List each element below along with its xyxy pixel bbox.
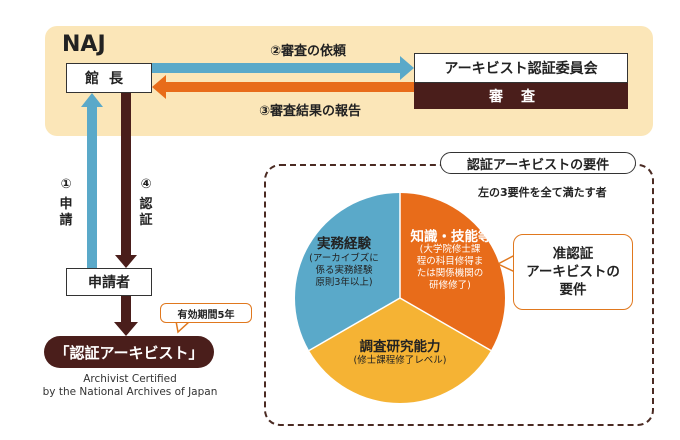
requirements-pie [295, 193, 505, 403]
requirements-subtitle: 左の3要件を全て満たす者 [478, 186, 607, 199]
experience-detail: (アーカイブズに 係る実務経験 原則3年以上) [309, 253, 379, 288]
research-title: 調査研究能力 [359, 339, 441, 355]
request-arrow [152, 56, 414, 80]
report-arrow [152, 75, 414, 99]
requirements-title: 認証アーキビストの要件 [440, 152, 636, 174]
pie-segment-experience [295, 193, 400, 351]
knowledge-title: 知識・技能等 [410, 229, 492, 245]
experience-title: 実務経験 [317, 236, 371, 252]
request-label: ②審査の依頼 [269, 44, 346, 59]
applicant-box: 申請者 [66, 268, 152, 296]
approve-arrow-upper [115, 93, 137, 268]
approve-arrow-lower [114, 296, 138, 336]
review-box: 審査 [414, 83, 628, 109]
validity-callout: 有効期間5年 [160, 303, 252, 323]
naj-title: NAJ [62, 32, 106, 57]
research-detail: (修士課程修了レベル) [353, 355, 447, 366]
pie-segment-research [309, 298, 491, 403]
approve-label: 認証 [139, 197, 153, 228]
apply-step-number: ① [60, 177, 72, 192]
associate-requirements-callout: 准認証 アーキビストの 要件 [513, 234, 633, 310]
apply-arrow [81, 93, 103, 268]
approve-step-number: ④ [140, 177, 152, 192]
director-box: 館長 [66, 63, 152, 93]
certified-archivist-box: 「認証アーキビスト」 [44, 336, 214, 368]
apply-label: 申請 [59, 197, 73, 228]
report-label: ③審査結果の報告 [258, 104, 361, 119]
certification-english: Archivist Certified by the National Arch… [42, 373, 218, 398]
pie-segment-knowledge [400, 193, 505, 351]
knowledge-detail: (大学院修士課 程の科目修得ま たは関係機関の 研修修了) [416, 244, 484, 291]
committee-box: アーキビスト認証委員会 [414, 53, 628, 83]
